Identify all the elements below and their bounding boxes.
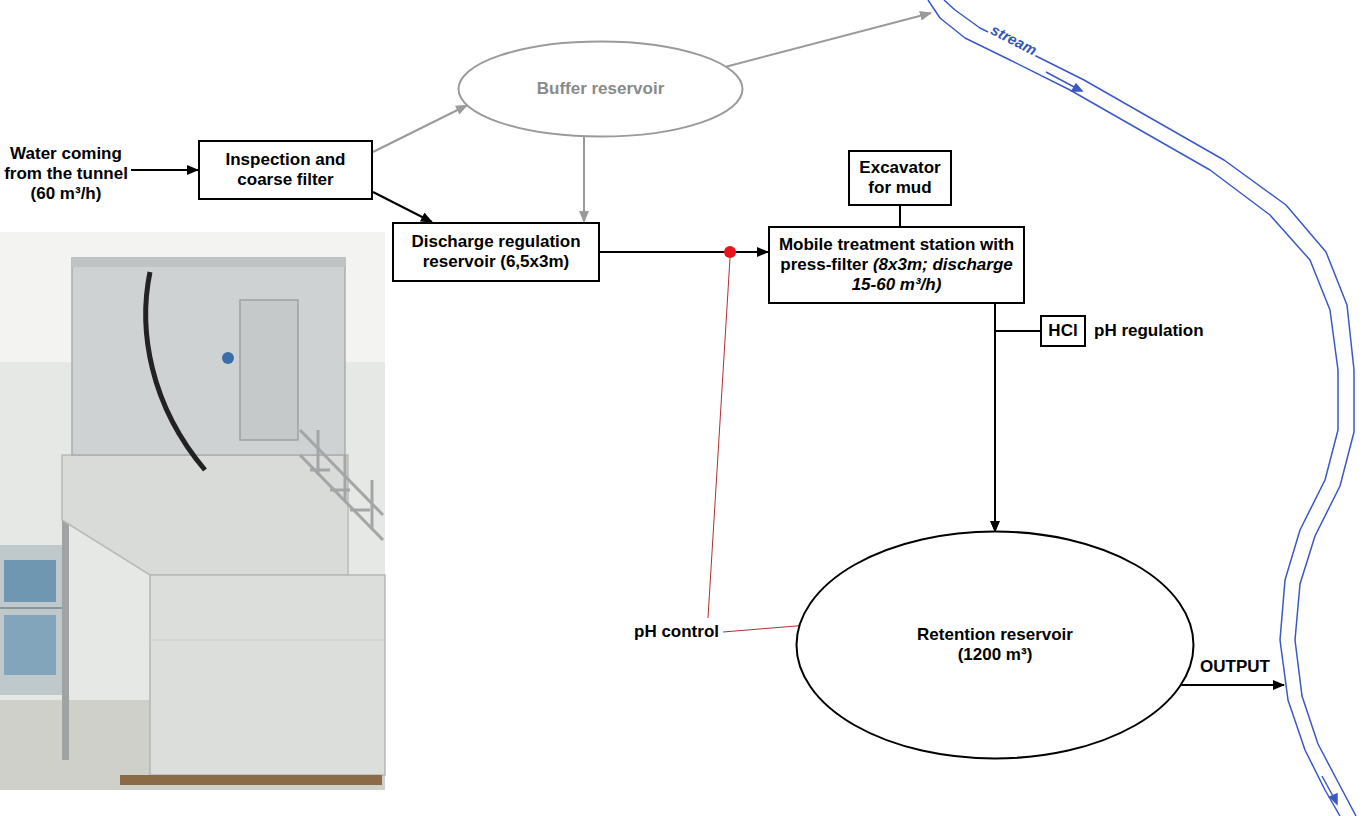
leader-line — [708, 258, 730, 618]
flow-arrow — [995, 331, 1040, 532]
text-block: HCl — [1046, 321, 1080, 341]
water-tanks — [0, 607, 62, 609]
note-label: pH control — [634, 622, 719, 642]
node-text: Inspection and coarse filter — [208, 150, 363, 190]
photo-background — [0, 232, 385, 790]
container-frame — [222, 352, 234, 364]
note-label: pH regulation — [1094, 321, 1204, 341]
connectors — [373, 105, 1040, 531]
water-tanks — [0, 545, 62, 695]
flow-arrow — [600, 251, 768, 253]
water-tanks — [4, 560, 56, 602]
container-frame — [72, 258, 345, 455]
inflow-arrow — [131, 169, 198, 171]
container-frame — [150, 640, 385, 641]
water-tanks — [4, 615, 56, 675]
inflow-label: Water coming from the tunnel (60 m³/h) — [4, 144, 128, 204]
stream-label: stream — [985, 19, 1041, 61]
flow-arrow — [583, 136, 585, 222]
stairs — [330, 489, 350, 492]
overflow-arrow — [726, 13, 931, 67]
text-block: Buffer reservoir — [537, 79, 665, 99]
container-frame — [72, 258, 345, 267]
stairs — [300, 455, 383, 540]
text-block: Retention reservoir (1200 m³) — [900, 625, 1090, 665]
flow-arrow — [1330, 794, 1337, 804]
flow-arrow — [1046, 72, 1076, 88]
text-block: Mobile treatment station with press-filt… — [777, 235, 1016, 295]
flow-arrow — [373, 105, 467, 152]
flow-arrow — [899, 206, 901, 226]
flow-arrow — [1072, 84, 1082, 91]
ph-sensor-dot — [724, 246, 736, 258]
stairs — [310, 469, 330, 472]
container-frame — [150, 575, 385, 775]
process-box: Inspection and coarse filter — [198, 140, 373, 200]
photo-background — [0, 232, 385, 790]
node-text: Discharge regulation reservoir (6,5x3m) — [402, 232, 590, 272]
container-frame — [120, 775, 382, 785]
reagent-box: HCl — [1040, 315, 1086, 347]
stairs — [317, 430, 320, 475]
reservoir-ellipse: Retention reservoir (1200 m³) — [795, 530, 1195, 760]
hose — [146, 272, 205, 470]
stairs — [350, 509, 370, 512]
output-arrow — [1181, 684, 1284, 686]
stairs — [371, 480, 374, 530]
stairs — [344, 455, 347, 500]
water-tanks — [0, 545, 62, 695]
ellipse-outline — [797, 532, 1194, 759]
node-text: Retention reservoir (1200 m³) — [900, 625, 1090, 665]
reservoir-ellipse: Buffer reservoir — [457, 40, 744, 138]
node-text: Excavator for mud — [856, 158, 944, 198]
process-box: Excavator for mud — [848, 150, 952, 206]
flow-arrow — [1322, 776, 1334, 798]
hose — [146, 272, 205, 470]
container-frame — [62, 455, 348, 575]
stairs — [300, 430, 383, 540]
text-block: Excavator for mud — [856, 158, 944, 198]
node-text: HCl — [1046, 321, 1080, 341]
node-text: Buffer reservoir — [537, 79, 665, 99]
text-block: Inspection and coarse filter — [208, 150, 363, 190]
output-label: OUTPUT — [1200, 657, 1270, 677]
node-text: (8x3m; discharge 15-60 m³/h) — [852, 255, 1013, 294]
process-box: Mobile treatment station with press-filt… — [768, 226, 1025, 304]
container-frame — [62, 258, 385, 785]
container-frame — [240, 300, 298, 440]
ellipse-outline — [459, 42, 743, 137]
process-box: Discharge regulation reservoir (6,5x3m) — [392, 222, 600, 282]
flow-arrow — [373, 192, 432, 222]
text-block: Discharge regulation reservoir (6,5x3m) — [402, 232, 590, 272]
